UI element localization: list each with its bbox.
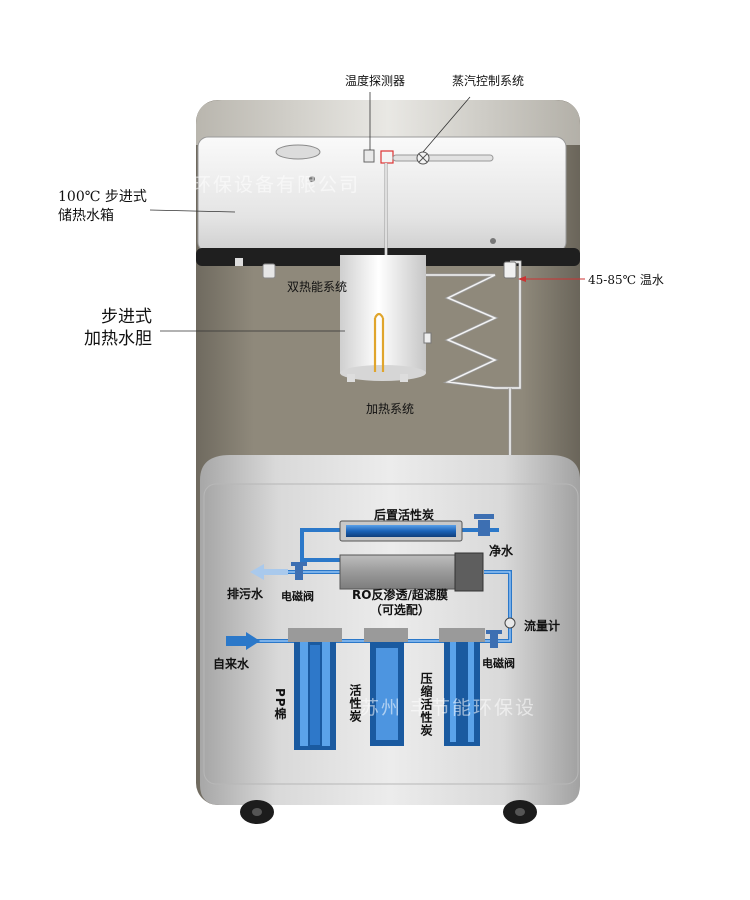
- tap-water-arrow: [246, 632, 260, 650]
- warm-water-label: 45-85℃ 温水: [588, 273, 664, 287]
- tank-screw: [490, 238, 496, 244]
- ro-membrane-label: RO反渗透/超滤膜 （可选配）: [352, 588, 448, 617]
- flow-meter-device: [504, 617, 516, 629]
- storage-tank-leader: [149, 209, 236, 213]
- pp-cotton-filter: [288, 628, 342, 750]
- warm-water-outlet: [503, 261, 517, 279]
- steam-control-label: 蒸汽控制系统: [452, 74, 525, 88]
- pp-cotton-label: PP棉: [273, 688, 287, 721]
- compressed-carbon-filter: [439, 628, 485, 746]
- pure-water-tap: [478, 520, 490, 536]
- heating-tank-legs: [347, 374, 355, 382]
- warm-water-arrow: [518, 276, 526, 282]
- drain-arrow-tail: [264, 569, 288, 575]
- heating-system-label: 加热系统: [366, 402, 415, 416]
- heating-sensor: [423, 332, 432, 344]
- watermark-top: 环保设备有限公司: [192, 174, 361, 196]
- ro-membrane-cap: [454, 552, 484, 592]
- tank-outlet: [262, 263, 276, 279]
- compressed-carbon-label: 压缩活性炭: [419, 672, 433, 737]
- heating-element: [373, 312, 385, 372]
- tank-window: [275, 144, 321, 160]
- storage-tank-label: 100℃ 步进式 储热水箱: [58, 189, 147, 224]
- drain-valve-device: [295, 566, 303, 580]
- wheel-hub: [252, 808, 262, 816]
- inlet-valve-label: 电磁阀: [482, 657, 515, 670]
- drain-valve-label: 电磁阀: [281, 590, 314, 603]
- flow-meter-label: 流量计: [524, 619, 561, 633]
- heat-exchanger-coil-inner: [445, 261, 521, 389]
- inlet-valve-device: [490, 634, 498, 648]
- steam-control-rail: [392, 154, 494, 162]
- steam-valve-cross: [418, 153, 428, 163]
- heating-tank-legs: [400, 374, 408, 382]
- inlet-valve-handle: [486, 630, 502, 634]
- temp-probe-device: [363, 149, 375, 163]
- tap-water-label: 自来水: [213, 657, 250, 671]
- post-carbon-label: 后置活性炭: [374, 508, 435, 522]
- pure-water-label: 净水: [489, 544, 514, 558]
- tank-screw: [309, 176, 315, 182]
- watermark-bottom: 苏州 丰节能环保设: [360, 697, 537, 719]
- dual-heat-label: 双热能系统: [287, 280, 348, 294]
- activated-carbon-label: 活性炭: [348, 684, 362, 723]
- drain-valve-handle: [291, 562, 307, 566]
- heating-tank-label: 步进式 加热水胆: [84, 307, 152, 349]
- activated-carbon-filter: [364, 628, 408, 746]
- ro-membrane-body: [339, 554, 456, 590]
- drain-arrow: [250, 564, 264, 580]
- temp-probe-label: 温度探测器: [345, 74, 406, 88]
- cabinet-top-cap: [196, 100, 580, 145]
- steam-control-leader: [422, 96, 471, 153]
- drain-label: 排污水: [227, 587, 264, 601]
- pure-water-tap-handle: [474, 514, 494, 519]
- post-carbon-core: [346, 525, 456, 537]
- tank-feet: [235, 258, 243, 266]
- tap-water-arrow-tail: [226, 636, 248, 646]
- wheel-hub: [515, 808, 525, 816]
